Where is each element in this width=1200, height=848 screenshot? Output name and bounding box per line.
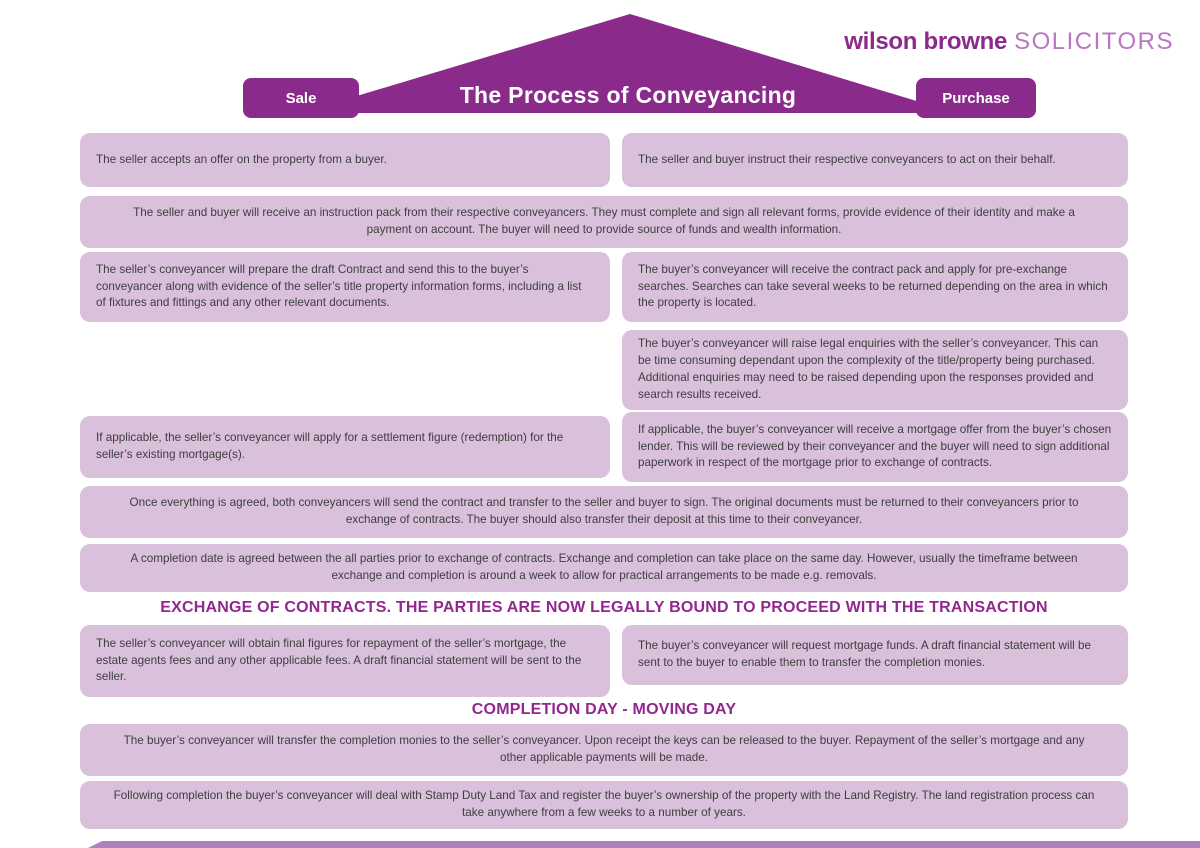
- step-final-figures-seller: The seller’s conveyancer will obtain fin…: [80, 625, 610, 697]
- page-title: The Process of Conveyancing: [459, 82, 797, 108]
- step-completion-date-agreed: A completion date is agreed between the …: [80, 544, 1128, 592]
- step-sign-contract-transfer: Once everything is agreed, both conveyan…: [80, 486, 1128, 538]
- step-post-completion-registration: Following completion the buyer’s conveya…: [80, 781, 1128, 829]
- step-instruction-pack: The seller and buyer will receive an ins…: [80, 196, 1128, 248]
- step-sale-offer-accepted: The seller accepts an offer on the prope…: [80, 133, 610, 187]
- purchase-column-label: Purchase: [916, 78, 1036, 118]
- step-contract-pack-searches: The buyer’s conveyancer will receive the…: [622, 252, 1128, 322]
- step-legal-enquiries: The buyer’s conveyancer will raise legal…: [622, 330, 1128, 410]
- logo-solicitors-text: SOLICITORS: [1014, 28, 1174, 55]
- step-transfer-completion-monies: The buyer’s conveyancer will transfer th…: [80, 724, 1128, 776]
- step-mortgage-offer: If applicable, the buyer’s conveyancer w…: [622, 412, 1128, 482]
- completion-day-heading: COMPLETION DAY - MOVING DAY: [471, 701, 737, 718]
- footer-ribbon-shape: [88, 841, 1200, 848]
- logo-wilson-browne-text: wilson browne: [844, 28, 1008, 55]
- exchange-of-contracts-heading: EXCHANGE OF CONTRACTS. THE PARTIES ARE N…: [160, 599, 1048, 616]
- step-mortgage-funds-request: The buyer’s conveyancer will request mor…: [622, 625, 1128, 685]
- step-draft-contract: The seller’s conveyancer will prepare th…: [80, 252, 610, 322]
- step-instruct-conveyancers: The seller and buyer instruct their resp…: [622, 133, 1128, 187]
- sale-column-label: Sale: [243, 78, 359, 118]
- step-settlement-figure: If applicable, the seller’s conveyancer …: [80, 416, 610, 478]
